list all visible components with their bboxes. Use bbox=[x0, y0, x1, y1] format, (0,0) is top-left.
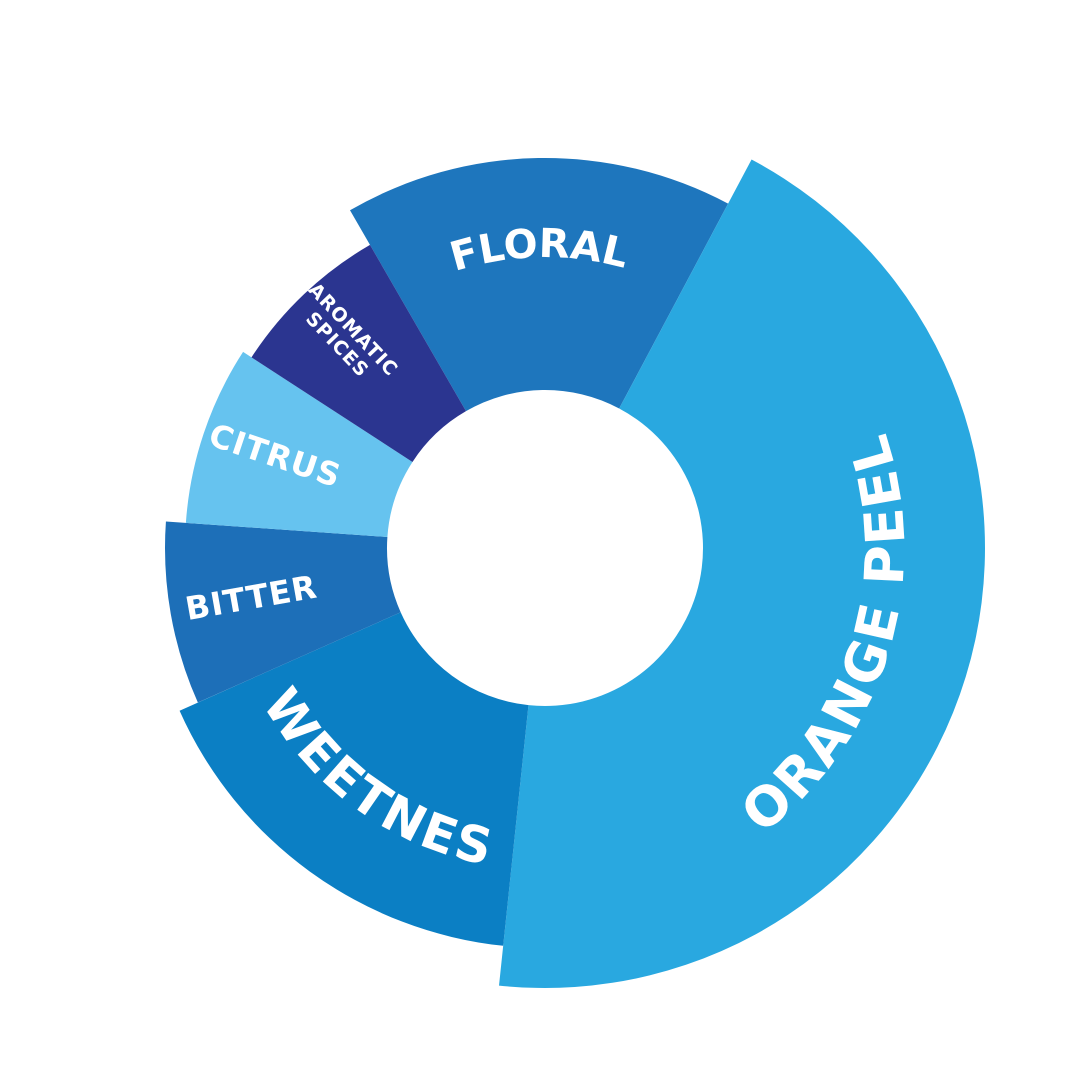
segment-aromatic-spices bbox=[251, 244, 466, 462]
segment-orange-peel bbox=[499, 159, 986, 988]
segment-bitter bbox=[164, 521, 401, 703]
segment-sweetness bbox=[179, 612, 529, 946]
segments-layer bbox=[164, 157, 986, 988]
segment-citrus bbox=[185, 351, 413, 537]
segment-floral bbox=[350, 157, 729, 412]
